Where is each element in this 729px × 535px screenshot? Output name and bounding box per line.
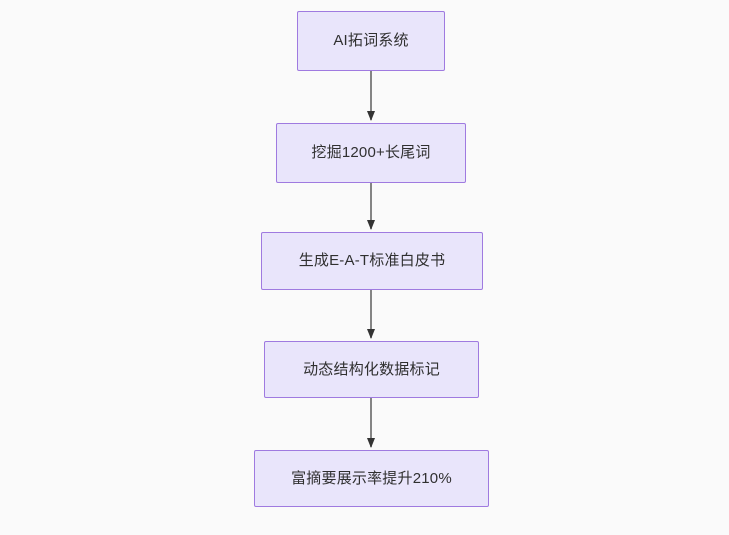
flow-node-label: 挖掘1200+长尾词 xyxy=(311,144,431,161)
flow-node-ai-keyword-system[interactable]: AI拓词系统 xyxy=(297,11,445,71)
flow-node-label: 富摘要展示率提升210% xyxy=(291,469,452,487)
flow-node-rich-snippet-impression-lift[interactable]: 富摘要展示率提升210% xyxy=(254,450,489,507)
flow-node-label: 生成E-A-T标准白皮书 xyxy=(298,252,446,269)
flow-node-generate-eat-whitepaper[interactable]: 生成E-A-T标准白皮书 xyxy=(261,232,483,290)
flow-node-label: AI拓词系统 xyxy=(333,32,409,49)
flow-node-dynamic-structured-data-markup[interactable]: 动态结构化数据标记 xyxy=(264,341,479,398)
flow-node-label: 动态结构化数据标记 xyxy=(303,360,440,378)
flow-node-mine-longtail-keywords[interactable]: 挖掘1200+长尾词 xyxy=(276,123,466,183)
